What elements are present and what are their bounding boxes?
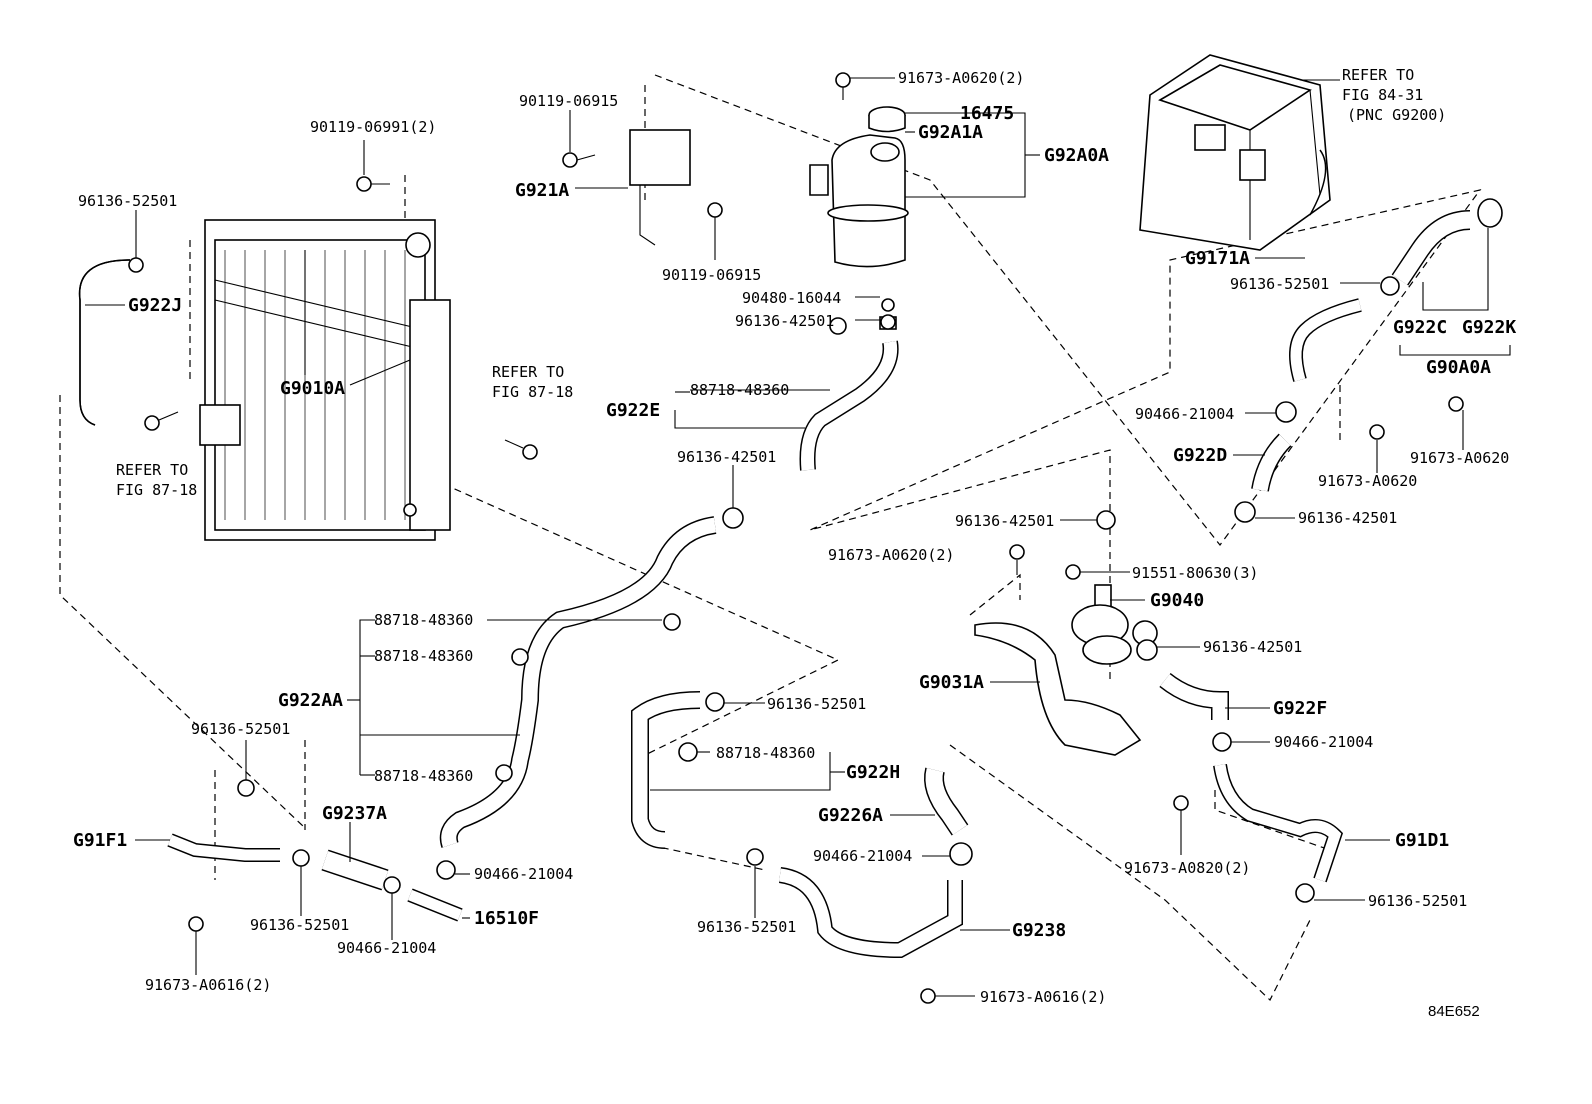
label-96136-42501-b[interactable]: 96136-42501 [677,448,776,466]
label-88718-48360-e[interactable]: 88718-48360 [716,744,815,762]
label-g922k[interactable]: G922K [1462,317,1516,338]
label-91673-a0616-2-middle[interactable]: 91673-A0616(2) [980,988,1106,1006]
label-refer-to-c: REFER TO [1342,66,1414,84]
label-91673-a0620-b[interactable]: 91673-A0620 [1318,472,1417,490]
label-fig-84-31[interactable]: FIG 84-31 [1342,86,1423,104]
label-96136-52501-bottom-middle[interactable]: 96136-52501 [697,918,796,936]
label-g9237a[interactable]: G9237A [322,803,387,824]
label-g922aa[interactable]: G922AA [278,690,343,711]
label-g9171a[interactable]: G9171A [1185,248,1250,269]
part-labels: 90119-06991(2) 96136-52501 G922J G9010A … [73,66,1516,1020]
label-96136-42501-e[interactable]: 96136-42501 [1203,638,1302,656]
label-90466-21004-a[interactable]: 90466-21004 [1135,405,1234,423]
label-g9010a[interactable]: G9010A [280,378,345,399]
label-96136-52501-center[interactable]: 96136-52501 [767,695,866,713]
label-96136-52501-left[interactable]: 96136-52501 [191,720,290,738]
label-pnc-g9200: (PNC G9200) [1347,106,1446,124]
label-90466-21004-e[interactable]: 90466-21004 [337,939,436,957]
label-g9226a[interactable]: G9226A [818,805,883,826]
label-g9238[interactable]: G9238 [1012,920,1066,941]
inverter-assembly[interactable] [1139,54,1331,251]
label-g922f[interactable]: G922F [1273,698,1327,719]
label-g922j[interactable]: G922J [128,295,182,316]
label-fig-87-18-b[interactable]: FIG 87-18 [492,383,573,401]
label-90119-06915-a[interactable]: 90119-06915 [519,92,618,110]
radiator[interactable] [199,219,451,541]
pump-bracket[interactable] [974,622,1142,756]
label-88718-48360-a[interactable]: 88718-48360 [690,381,789,399]
label-96136-52501-right[interactable]: 96136-52501 [1230,275,1329,293]
label-g922h[interactable]: G922H [846,762,900,783]
label-g91d1[interactable]: G91D1 [1395,830,1449,851]
label-96136-52501-bottom-left[interactable]: 96136-52501 [250,916,349,934]
hoses [78,210,1471,959]
label-g922d[interactable]: G922D [1173,445,1227,466]
label-fig-87-18-a[interactable]: FIG 87-18 [116,481,197,499]
label-88718-48360-c[interactable]: 88718-48360 [374,647,473,665]
label-91673-a0820-2[interactable]: 91673-A0820(2) [1124,859,1250,877]
label-g92a1a[interactable]: G92A1A [918,122,983,143]
label-91673-a0616-2-left[interactable]: 91673-A0616(2) [145,976,271,994]
label-90466-21004-b[interactable]: 90466-21004 [1274,733,1373,751]
label-90466-21004-c[interactable]: 90466-21004 [813,847,912,865]
label-91551-80630[interactable]: 91551-80630(3) [1132,564,1258,582]
label-g921a[interactable]: G921A [515,180,569,201]
label-16475[interactable]: 16475 [960,103,1014,124]
label-16510f[interactable]: 16510F [474,908,539,929]
label-g90a0a[interactable]: G90A0A [1426,357,1491,378]
label-96136-42501-a[interactable]: 96136-42501 [735,312,834,330]
label-91673-a0620-a[interactable]: 91673-A0620 [1410,449,1509,467]
label-g922e[interactable]: G922E [606,400,660,421]
reservoir-tank[interactable] [809,106,909,330]
diagram-id: 84E652 [1428,1003,1480,1020]
label-90119-06915-b[interactable]: 90119-06915 [662,266,761,284]
label-96136-52501-bottom-right[interactable]: 96136-52501 [1368,892,1467,910]
label-g9031a[interactable]: G9031A [919,672,984,693]
label-96136-52501-top-left[interactable]: 96136-52501 [78,192,177,210]
label-refer-to-b: REFER TO [492,363,564,381]
label-90466-21004-d[interactable]: 90466-21004 [474,865,573,883]
label-91673-a0620-2-mid[interactable]: 91673-A0620(2) [828,546,954,564]
label-g922c[interactable]: G922C [1393,317,1447,338]
label-90480-16044[interactable]: 90480-16044 [742,289,841,307]
label-g9040[interactable]: G9040 [1150,590,1204,611]
label-g92a0a[interactable]: G92A0A [1044,145,1109,166]
label-96136-42501-c[interactable]: 96136-42501 [1298,509,1397,527]
leader-lines [85,77,1511,997]
label-refer-to-a: REFER TO [116,461,188,479]
label-96136-42501-d[interactable]: 96136-42501 [955,512,1054,530]
label-g91f1[interactable]: G91F1 [73,830,127,851]
water-pump[interactable] [1071,584,1158,665]
fasteners [128,72,1503,1004]
dashed-boundaries [59,74,1482,1001]
label-88718-48360-d[interactable]: 88718-48360 [374,767,473,785]
label-88718-48360-b[interactable]: 88718-48360 [374,611,473,629]
label-91673-a0620-2-top[interactable]: 91673-A0620(2) [898,69,1024,87]
label-90119-06991[interactable]: 90119-06991(2) [310,118,436,136]
